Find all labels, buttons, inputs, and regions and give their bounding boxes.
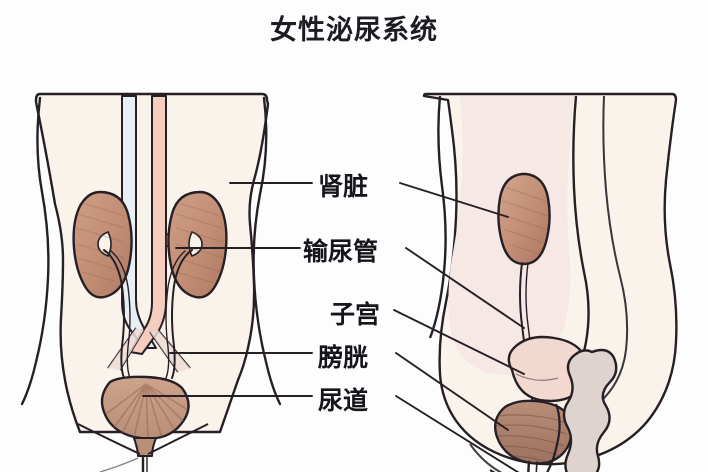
- front-abdominal-contour: [428, 95, 447, 339]
- anatomy-illustration: [20, 92, 678, 472]
- inferior-vena-cava-body: [121, 95, 157, 349]
- label-ureter: 输尿管: [303, 237, 379, 266]
- rectum: [562, 348, 618, 472]
- leader-bladder-right: [395, 352, 509, 431]
- label-uterus: 子宫: [330, 300, 381, 329]
- pelvic-contour-right: [147, 423, 209, 455]
- inner-thigh-left: [99, 457, 139, 472]
- lower-body-contour: [599, 95, 629, 403]
- bladder-anterior: [100, 375, 190, 457]
- right-ureter: [171, 249, 193, 379]
- leader-kidney-right: [399, 182, 509, 218]
- leader-ureter-right: [405, 247, 525, 329]
- right-ureter-inner: [165, 250, 186, 379]
- thigh-contour-sagittal: [469, 443, 503, 472]
- iliac-fill-right: [150, 330, 190, 372]
- vagina-outline: [546, 403, 561, 472]
- page-title: 女性泌尿系统: [270, 15, 438, 46]
- leader-uterus-right: [393, 309, 525, 375]
- right-kidney: [167, 190, 228, 299]
- leader-urethra-right: [395, 395, 520, 472]
- torso-right-contour: [252, 96, 282, 406]
- leader-lines: [142, 182, 525, 472]
- left-ureter-inner: [110, 250, 131, 379]
- iliac-fill-left: [108, 328, 144, 370]
- torso-left-contour: [20, 96, 50, 406]
- bladder-sagittal: [494, 399, 573, 465]
- pelvic-contour-left: [77, 423, 141, 455]
- left-kidney: [72, 190, 133, 299]
- sagittal-view: [422, 92, 678, 472]
- label-kidney: 肾脏: [318, 172, 369, 201]
- kidney-sagittal: [497, 172, 551, 266]
- label-bladder: 膀胱: [318, 343, 369, 372]
- left-ureter: [103, 249, 125, 379]
- label-urethra: 尿道: [318, 386, 369, 415]
- anterior-view: [20, 92, 282, 472]
